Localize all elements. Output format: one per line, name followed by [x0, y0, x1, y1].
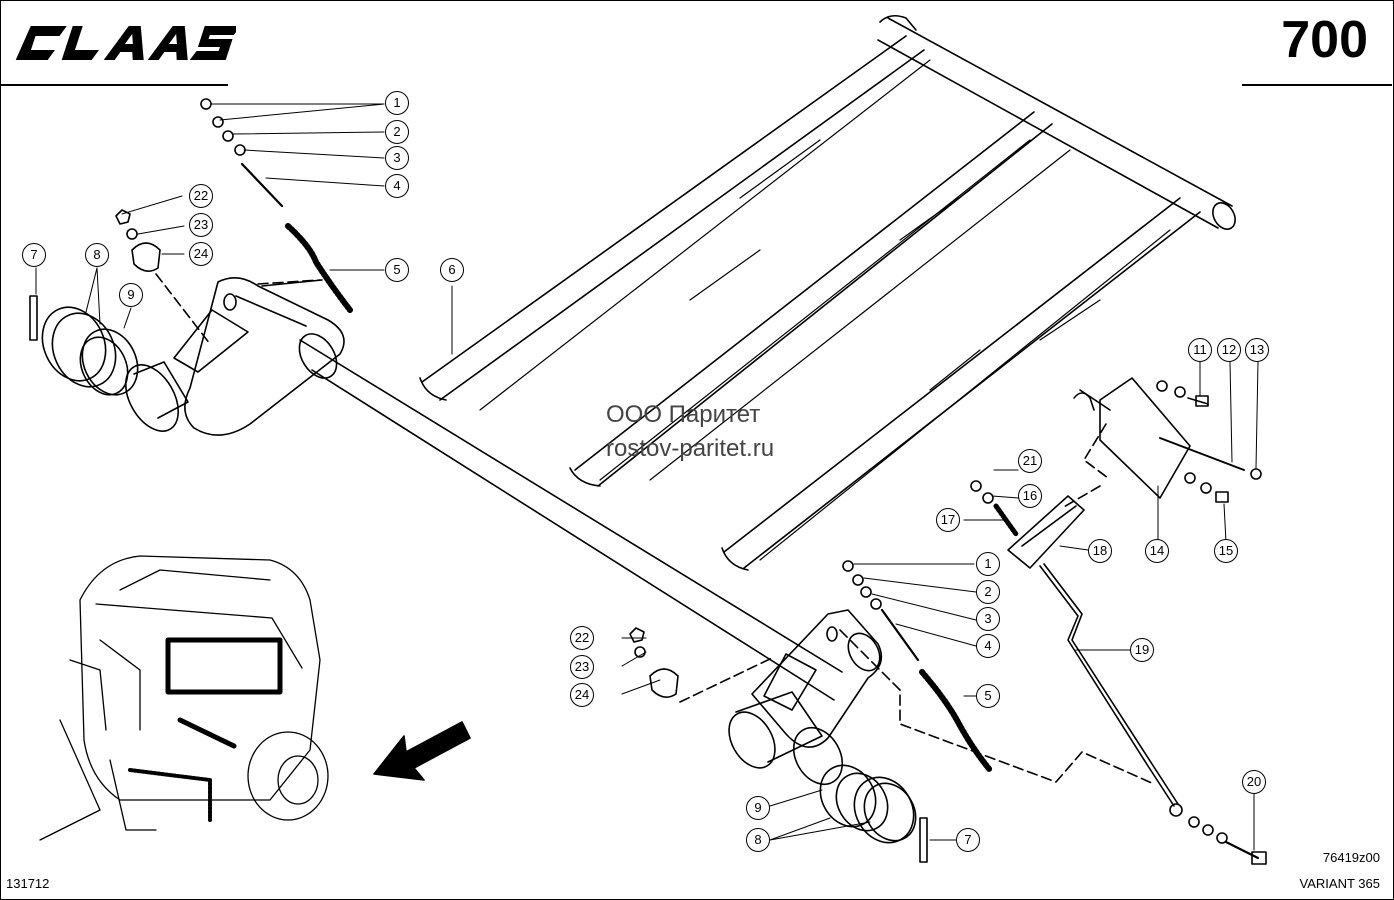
callout-18[interactable]: 18: [1088, 539, 1112, 563]
callout-6[interactable]: 6: [440, 258, 464, 282]
left-spring: [115, 98, 353, 345]
callout-8-left[interactable]: 8: [85, 243, 109, 267]
middle-tube: [569, 111, 1053, 487]
watermark-website: rostov-paritet.ru: [606, 434, 775, 462]
callout-12[interactable]: 12: [1217, 338, 1241, 362]
callout-13[interactable]: 13: [1245, 338, 1269, 362]
rear-tube: [877, 14, 1236, 230]
callout-17[interactable]: 17: [936, 508, 960, 532]
callout-14[interactable]: 14: [1145, 539, 1169, 563]
operating-rod: [1039, 563, 1267, 865]
callout-23-left[interactable]: 23: [189, 213, 213, 237]
model-name: VARIANT 365: [1299, 876, 1380, 891]
left-cross-tube: [419, 35, 925, 401]
callout-23-lower[interactable]: 23: [570, 655, 594, 679]
watermark: ООО Паритет rostov-paritet.ru: [606, 398, 774, 465]
callout-3-upper[interactable]: 3: [385, 146, 409, 170]
claas-logo: [15, 26, 236, 60]
callout-9-lower[interactable]: 9: [746, 796, 770, 820]
drawing-id: 76419z00: [1322, 850, 1380, 865]
callout-21[interactable]: 21: [1018, 449, 1042, 473]
right-spring: [629, 560, 1155, 785]
callout-8-lower[interactable]: 8: [746, 828, 770, 852]
callout-19[interactable]: 19: [1130, 638, 1154, 662]
left-bracket: [124, 277, 345, 436]
callout-24-lower[interactable]: 24: [570, 683, 594, 707]
callout-5-upper[interactable]: 5: [385, 258, 409, 282]
callout-5-lower[interactable]: 5: [976, 684, 1000, 708]
right-rings: [819, 764, 928, 863]
callout-11[interactable]: 11: [1188, 338, 1212, 362]
right-bracket: [728, 609, 883, 786]
guide-panels: [479, 59, 1171, 561]
callout-2-upper[interactable]: 2: [385, 120, 409, 144]
lever-plate: [1061, 377, 1262, 509]
main-tube: [298, 333, 843, 701]
callout-15[interactable]: 15: [1214, 539, 1238, 563]
callout-3-lower[interactable]: 3: [976, 607, 1000, 631]
callout-20[interactable]: 20: [1242, 770, 1266, 794]
watermark-company: ООО Паритет: [606, 401, 761, 428]
callout-7-lower[interactable]: 7: [956, 828, 980, 852]
direction-arrow: [373, 721, 471, 781]
header-rule-right: [1242, 84, 1392, 86]
leader-lines: [35, 103, 1259, 851]
callout-22-lower[interactable]: 22: [570, 626, 594, 650]
header-rule-left: [0, 84, 228, 86]
callout-4-lower[interactable]: 4: [976, 634, 1000, 658]
callout-9-left[interactable]: 9: [119, 283, 143, 307]
page-number: 700: [1281, 11, 1368, 69]
callout-4-upper[interactable]: 4: [385, 174, 409, 198]
baler-overview: [39, 555, 329, 841]
callout-24-left[interactable]: 24: [189, 242, 213, 266]
callout-22-left[interactable]: 22: [189, 184, 213, 208]
callout-1-upper[interactable]: 1: [385, 91, 409, 115]
callout-1-lower[interactable]: 1: [976, 552, 1000, 576]
callout-2-lower[interactable]: 2: [976, 580, 1000, 604]
reference-code: 131712: [6, 876, 50, 891]
callout-16[interactable]: 16: [1018, 484, 1042, 508]
small-spring-bracket: [970, 480, 1085, 569]
left-rings: [29, 295, 139, 396]
front-tube: [721, 197, 1201, 571]
callout-7-left[interactable]: 7: [22, 243, 46, 267]
